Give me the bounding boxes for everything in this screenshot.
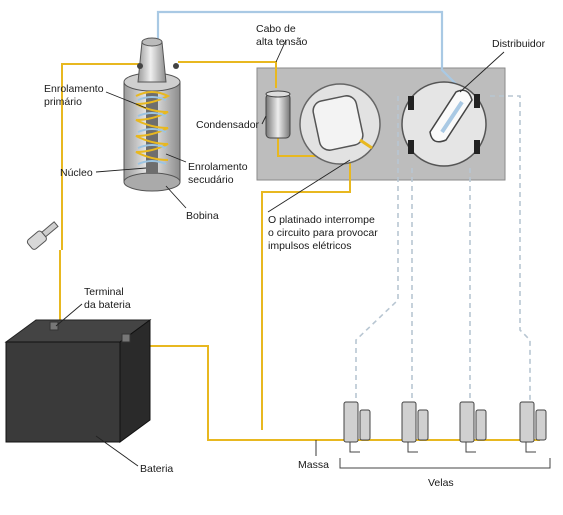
points-label-line1: O platinado interrompe <box>268 214 375 226</box>
high-tension-cable-to-rotor <box>440 40 459 87</box>
leader-lines <box>55 39 505 467</box>
spark-plug-4 <box>519 401 547 453</box>
spark-plug-leads <box>355 95 531 402</box>
plugs-bracket <box>339 458 551 469</box>
condenser <box>265 90 291 139</box>
ground-label: Massa <box>298 459 329 471</box>
high-tension-cable <box>156 10 444 40</box>
cable-label-line2: alta tensão <box>256 36 308 48</box>
spark-plug-3 <box>459 401 487 453</box>
cable-label-line1: Cabo de <box>256 23 296 35</box>
primary-winding-label-line1: Enrolamento <box>44 83 104 95</box>
primary-winding-label-line2: primário <box>44 96 82 108</box>
points-label-line3: impulsos elétricos <box>268 240 351 252</box>
battery-terminal-positive <box>121 333 131 343</box>
secondary-winding-label-line1: Enrolamento <box>188 161 248 173</box>
battery-terminal-negative <box>49 321 59 331</box>
condenser-label: Condensador <box>196 119 260 131</box>
terminal-label-line1: Terminal <box>84 286 124 298</box>
spark-plug-1 <box>343 401 371 453</box>
battery-label: Bateria <box>140 463 173 475</box>
spark-plugs <box>343 401 547 453</box>
secondary-winding-label-line2: secudário <box>188 174 234 186</box>
breaker-points <box>299 83 381 165</box>
key-icon <box>26 221 59 250</box>
battery <box>4 319 152 443</box>
core-label: Núcleo <box>60 167 93 179</box>
coil-label: Bobina <box>186 210 219 222</box>
ignition-coil <box>123 37 181 192</box>
spark-plug-2 <box>401 401 429 453</box>
points-label-line2: o circuito para provocar <box>268 227 378 239</box>
terminal-label-line2: da bateria <box>84 299 131 311</box>
distributor-label: Distribuidor <box>492 38 546 50</box>
plugs-label: Velas <box>428 477 454 489</box>
distributor-rotor <box>401 81 487 167</box>
labels: Cabo de alta tensão Distribuidor Enrolam… <box>44 23 546 489</box>
